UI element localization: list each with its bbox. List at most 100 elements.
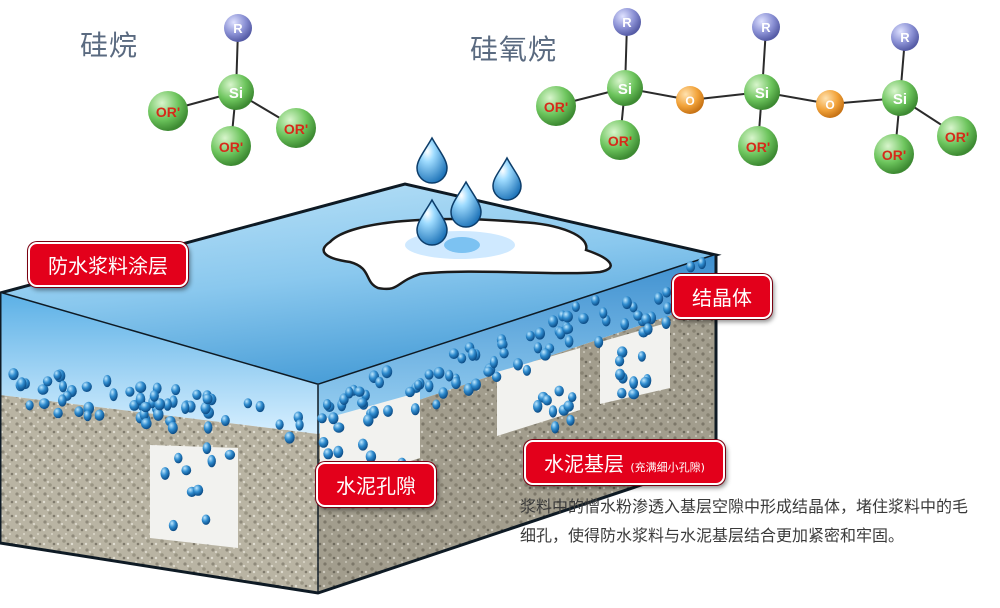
siloxane-label: 硅氧烷 bbox=[470, 33, 558, 66]
svg-text:Si: Si bbox=[229, 85, 243, 102]
crystal-particle bbox=[42, 376, 53, 387]
atom-si: Si bbox=[744, 74, 780, 110]
crystal-particle bbox=[533, 400, 543, 413]
crystal-particle bbox=[662, 286, 672, 298]
crystal-particle bbox=[566, 414, 575, 426]
crystal-particle bbox=[149, 390, 159, 402]
crystal-particle bbox=[425, 380, 434, 393]
atom-or: OR' bbox=[276, 108, 316, 148]
crystal-particle bbox=[568, 392, 577, 403]
crystal-particle bbox=[53, 407, 63, 419]
crystal-particle bbox=[201, 514, 211, 525]
crystal-particle bbox=[539, 348, 551, 361]
concrete-pores bbox=[150, 445, 238, 548]
atom-r: R bbox=[613, 8, 641, 36]
crystal-particle bbox=[697, 257, 707, 270]
crystal-particle bbox=[542, 394, 552, 406]
crystal-particle bbox=[448, 348, 459, 360]
crystal-particle bbox=[615, 368, 625, 381]
svg-text:OR': OR' bbox=[284, 121, 308, 137]
crystal-particle bbox=[641, 313, 652, 326]
crystal-particle bbox=[470, 378, 481, 391]
crystal-particle bbox=[357, 397, 368, 408]
atom-si: Si bbox=[882, 80, 918, 116]
crystal-particle bbox=[200, 401, 211, 415]
crystal-particle bbox=[8, 368, 19, 381]
crystal-particle bbox=[637, 351, 646, 362]
crystal-particle bbox=[318, 437, 329, 448]
crystal-particle bbox=[39, 398, 50, 409]
crystal-particle bbox=[174, 452, 183, 464]
svg-text:OR': OR' bbox=[608, 133, 632, 149]
crystal-particle bbox=[483, 366, 494, 377]
crystal-particle bbox=[686, 261, 696, 273]
crystal-particle bbox=[563, 400, 574, 412]
crystal-particle bbox=[564, 335, 574, 348]
svg-text:R: R bbox=[761, 20, 771, 35]
coating-front-band bbox=[0, 293, 318, 434]
water-drops bbox=[416, 136, 522, 246]
atom-or: OR' bbox=[211, 126, 251, 166]
atom-or: OR' bbox=[536, 86, 576, 126]
crystal-tag-text: 结晶体 bbox=[692, 286, 752, 310]
crystal-particle bbox=[643, 323, 653, 335]
crystal-particle bbox=[640, 377, 651, 388]
crystal-particle bbox=[615, 355, 625, 367]
crystal-particle bbox=[221, 415, 230, 426]
crystal-particle bbox=[224, 449, 236, 460]
crystal-particle bbox=[74, 406, 84, 418]
svg-text:O: O bbox=[825, 98, 834, 112]
crystal-particle bbox=[410, 403, 420, 416]
atom-si: Si bbox=[218, 74, 254, 110]
pores-tag-text: 水泥孔隙 bbox=[336, 474, 416, 498]
crystal-particle bbox=[109, 388, 118, 402]
crystal-particle bbox=[468, 348, 478, 361]
crystal-particle bbox=[571, 301, 580, 313]
crystal-particle bbox=[489, 355, 498, 369]
crystal-particle bbox=[369, 405, 379, 419]
crystal-particle bbox=[59, 380, 67, 393]
crystal-particle bbox=[25, 400, 34, 411]
crystal-particle bbox=[358, 438, 368, 451]
crystal-particle bbox=[497, 338, 508, 350]
crystal-particle bbox=[295, 419, 304, 431]
crystal-particle bbox=[451, 376, 461, 390]
crystal-particle bbox=[620, 318, 629, 331]
silane-label: 硅烷 bbox=[80, 29, 139, 62]
atom-or: OR' bbox=[600, 120, 640, 160]
crystal-particle bbox=[141, 418, 152, 430]
svg-text:O: O bbox=[685, 94, 694, 108]
crystal-particle bbox=[333, 422, 345, 433]
crystal-particle bbox=[181, 401, 190, 414]
svg-text:OR': OR' bbox=[219, 139, 243, 155]
crystal-particle bbox=[513, 358, 523, 371]
atom-r: R bbox=[224, 14, 252, 42]
crystal-particle bbox=[192, 389, 202, 400]
svg-text:OR': OR' bbox=[156, 104, 180, 120]
crystal-particle bbox=[661, 316, 671, 329]
crystal-particle bbox=[58, 394, 67, 407]
crystal-particle bbox=[525, 330, 535, 342]
crystal-particles bbox=[8, 257, 707, 532]
crystal-particle bbox=[562, 323, 574, 334]
crystal-particle bbox=[103, 374, 112, 388]
crystal-particle bbox=[135, 381, 147, 394]
pores-tag: 水泥孔隙 bbox=[316, 462, 436, 507]
atom-o: O bbox=[676, 86, 704, 114]
crystal-particle bbox=[617, 346, 628, 358]
crystal-particle bbox=[193, 484, 204, 496]
crystal-particle bbox=[365, 450, 377, 463]
crystal-particle bbox=[424, 369, 434, 380]
atom-r: R bbox=[752, 13, 780, 41]
crystal-particle bbox=[433, 366, 445, 379]
crystal-particle bbox=[81, 381, 92, 392]
crystal-particle bbox=[94, 409, 105, 421]
crystal-particle bbox=[140, 401, 152, 413]
crystal-particle bbox=[202, 393, 213, 405]
crystal-particle bbox=[594, 336, 604, 348]
crystal-particle bbox=[629, 376, 638, 390]
description-text: 浆料中的憎水粉渗透入基层空隙中形成结晶体，堵住浆料中的毛细孔，使得防水浆料与水泥… bbox=[520, 497, 969, 545]
svg-text:R: R bbox=[233, 21, 243, 36]
crystal-particle bbox=[203, 421, 213, 434]
svg-text:OR': OR' bbox=[746, 139, 770, 155]
